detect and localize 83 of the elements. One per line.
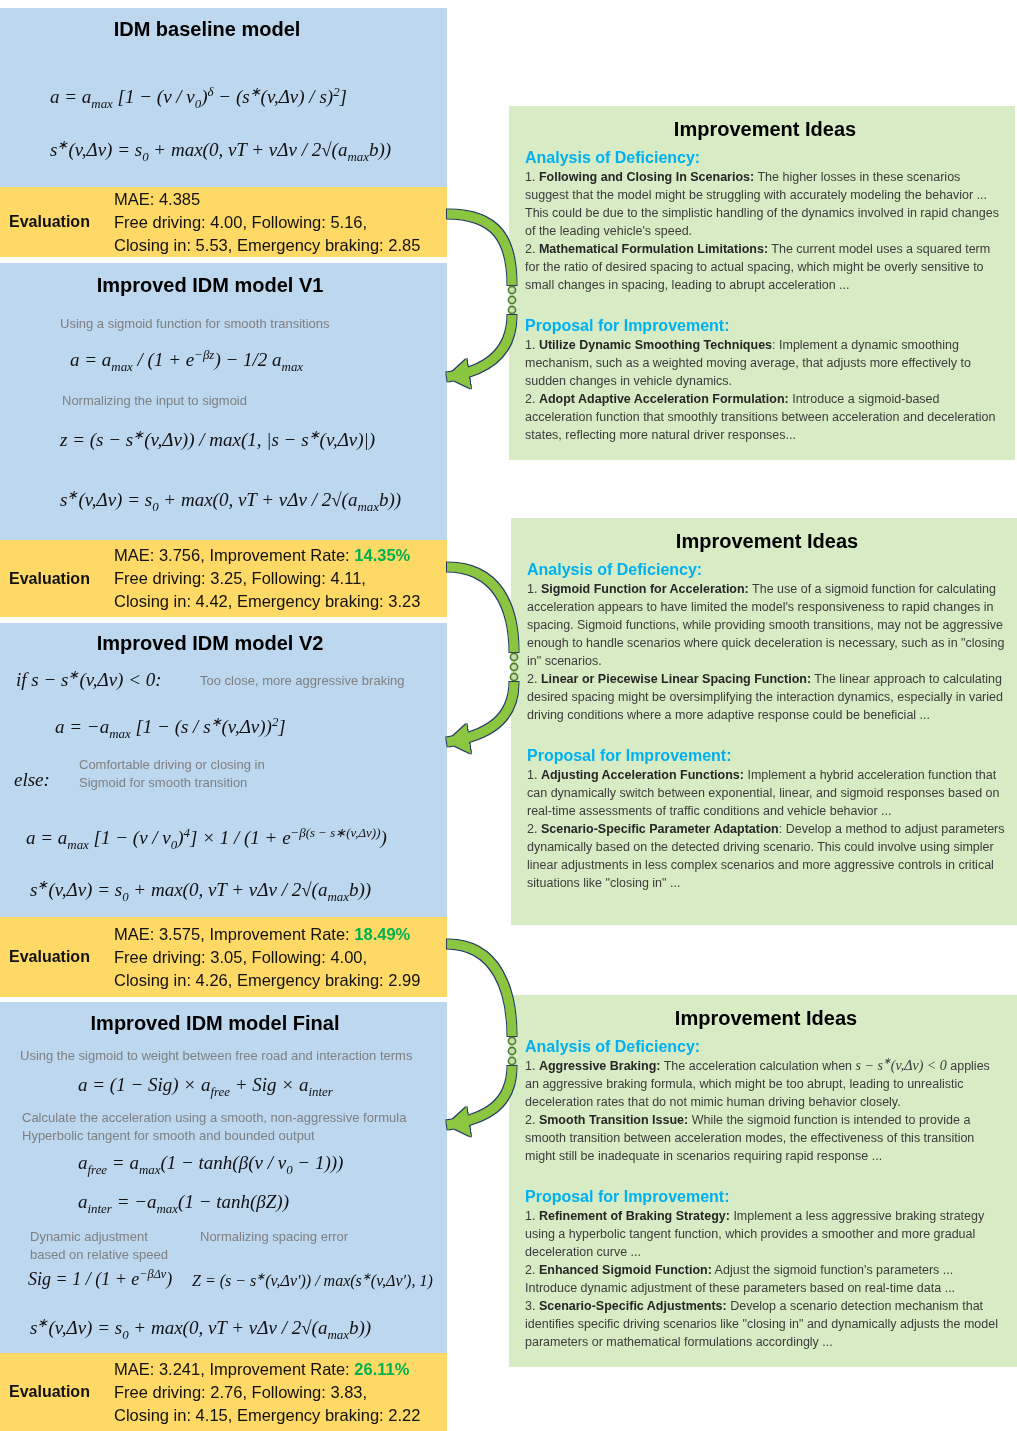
panel-title: Improved IDM model V2 bbox=[96, 632, 324, 655]
formula: a = a$_{max}$ [1 − (v / v$_{0}$)$^{δ}$ − (s$^{∗}$(v,Δv) / s)$^{2}$] bbox=[50, 85, 347, 109]
formula: Sig = 1 / (1 + e$^{−βΔv}$) bbox=[28, 1267, 173, 1291]
annotation-note: Using a sigmoid function for smooth transitions bbox=[60, 315, 330, 333]
metric-text: Closing in: 4.26, Emergency braking: 2.99 bbox=[114, 969, 421, 991]
formula: else: bbox=[14, 768, 50, 792]
metric-text: Closing in: 4.42, Emergency braking: 3.23 bbox=[114, 591, 421, 612]
metric-text: MAE: 3.756, Improvement Rate: 14.35% bbox=[114, 545, 411, 566]
paragraph: 1. Following and Closing In Scenarios: The higher losses in these scenarios suggest that the model might be struggling with accurately modeling the behavior ... This could be due to the simplistic handling of the dynamics involved in rapid changes of the leading vehicle's speed. bbox=[525, 169, 1000, 240]
section-heading: Analysis of Deficiency: bbox=[525, 148, 701, 168]
formula: s$^{∗}$(v,Δv) = s$_{0}$ + max(0, vT + vΔv / 2√(a$_{max}$b)) bbox=[50, 138, 392, 162]
paragraph: 1. Refinement of Braking Strategy: Implement a less aggressive braking strategy using a hyperbolic tangent function, which provides a smoother and more gradual deceleration curve ... bbox=[525, 1208, 986, 1261]
section-heading: Proposal for Improvement: bbox=[525, 1187, 730, 1207]
formula: s$^{∗}$(v,Δv) = s$_{0}$ + max(0, vT + vΔv / 2√(a$_{max}$b)) bbox=[30, 1316, 372, 1340]
paragraph: 3. Scenario-Specific Adjustments: Develop a scenario detection mechanism that identifies specific driving scenarios like "closing in" and dynamically adjusts the model parameters or mathematical formulations accordingly ... bbox=[525, 1298, 999, 1351]
evaluation-band bbox=[0, 917, 447, 997]
evaluation-band bbox=[0, 540, 447, 617]
section-heading: Analysis of Deficiency: bbox=[525, 1037, 701, 1057]
annotation-note: Sigmoid for smooth transition bbox=[79, 774, 248, 792]
metric-text: Closing in: 4.15, Emergency braking: 2.22 bbox=[114, 1404, 421, 1426]
formula: if s − s$^{∗}$(v,Δv) < 0: bbox=[16, 668, 162, 692]
model-panel bbox=[0, 263, 447, 540]
evaluation-label: Evaluation bbox=[9, 1382, 90, 1402]
model-panel bbox=[0, 623, 447, 917]
formula: s$^{∗}$(v,Δv) = s$_{0}$ + max(0, vT + vΔv / 2√(a$_{max}$b)) bbox=[30, 878, 372, 902]
formula: a = (1 − Sig) × a$_{free}$ + Sig × a$_{inter}$ bbox=[78, 1073, 333, 1097]
curved-arrow bbox=[446, 314, 517, 388]
curved-connector bbox=[446, 209, 517, 286]
panel-title: Improvement Ideas bbox=[673, 117, 857, 142]
panel-title: IDM baseline model bbox=[113, 18, 301, 41]
evaluation-label: Evaluation bbox=[9, 212, 90, 232]
formula: a = a$_{max}$ / (1 + e$^{−βz}$) − 1/2 a$_{max}$ bbox=[70, 348, 304, 372]
panel-title: Improvement Ideas bbox=[675, 529, 859, 554]
curved-arrow bbox=[446, 1065, 517, 1136]
section-heading: Analysis of Deficiency: bbox=[527, 560, 703, 580]
evaluation-label: Evaluation bbox=[9, 568, 90, 589]
model-panel bbox=[0, 1002, 447, 1353]
panel-title: Improved IDM model V1 bbox=[96, 274, 324, 297]
formula: a = a$_{max}$ [1 − (v / v$_{0}$)$^{4}$] × 1 / (1 + e$^{−β(s − s∗(v,Δv))}$) bbox=[26, 826, 387, 850]
metric-text: MAE: 4.385 bbox=[114, 188, 201, 210]
curved-arrow bbox=[446, 681, 519, 753]
paragraph: 1. Aggressive Braking: The acceleration calculation when s − s$^{∗}$(v,Δv) < 0 applies an aggressive braking formula, which might be too abrupt, leading to unrealistic deceleration rates that do not mimic human driving behavior closely. bbox=[525, 1057, 991, 1111]
metric-text: Free driving: 4.00, Following: 5.16, bbox=[114, 211, 368, 233]
ideas-panel bbox=[511, 518, 1017, 925]
formula: a$_{free}$ = a$_{max}$(1 − tanh(β(v / v$_{0}$ − 1))) bbox=[78, 1151, 344, 1175]
ideas-panel bbox=[509, 106, 1015, 460]
annotation-note: Normalizing the input to sigmoid bbox=[62, 392, 247, 410]
paragraph: 2. Enhanced Sigmoid Function: Adjust the sigmoid function's parameters ... Introduce dynamic adjustment of these parameters based on real-time data ... bbox=[525, 1262, 957, 1297]
formula: a$_{inter}$ = −a$_{max}$(1 − tanh(βZ)) bbox=[78, 1190, 289, 1214]
formula: Z = (s − s$^{∗}$(v,Δv′)) / max(s$^{∗}$(v,Δv′), 1) bbox=[192, 1269, 433, 1292]
paragraph: 2. Adopt Adaptive Acceleration Formulation: Introduce a sigmoid-based acceleration function that smoothly transitions between acceleration and deceleration states, reflecting more natural driver responses... bbox=[525, 391, 997, 444]
paragraph: 1. Utilize Dynamic Smoothing Techniques: Implement a dynamic smoothing mechanism, such as a weighted moving average, that adjusts more effectively to sudden changes in vehicle dynamics. bbox=[525, 337, 972, 390]
paragraph: 2. Smooth Transition Issue: While the sigmoid function is intended to provide a smooth transition between acceleration modes, the effectiveness of this transition might still be inadequate in scenarios requiring rapid response ... bbox=[525, 1112, 976, 1165]
paragraph: 2. Mathematical Formulation Limitations: The current model uses a squared term for the ratio of desired spacing to actual spacing, which might be overly sensitive to small changes in spacing, leading to abrupt acceleration ... bbox=[525, 241, 992, 294]
paragraph: 2. Scenario-Specific Parameter Adaptation: Develop a method to adjust parameters dynamically based on the detected driving scenario. This could involve using simpler linear adjustments in less complex scenarios and more aggressive controls in critical situations like "closing in" ... bbox=[527, 821, 1006, 892]
evaluation-band bbox=[0, 187, 447, 257]
annotation-note: Comfortable driving or closing in bbox=[79, 756, 265, 774]
metric-text: MAE: 3.241, Improvement Rate: 26.11% bbox=[114, 1358, 410, 1380]
annotation-note: Calculate the acceleration using a smooth, non-aggressive formula bbox=[22, 1109, 407, 1127]
metric-text: Free driving: 3.25, Following: 4.11, bbox=[114, 568, 366, 589]
formula: s$^{∗}$(v,Δv) = s$_{0}$ + max(0, vT + vΔv / 2√(a$_{max}$b)) bbox=[60, 488, 402, 512]
panel-title: Improvement Ideas bbox=[674, 1006, 858, 1031]
paragraph: 1. Adjusting Acceleration Functions: Implement a hybrid acceleration function that can dynamically switch between exponential, linear, and sigmoid responses based on real-time assessments of traffic conditions and vehicle behavior ... bbox=[527, 767, 1001, 820]
evaluation-band bbox=[0, 1353, 447, 1431]
ideas-panel bbox=[509, 995, 1017, 1367]
paragraph: 1. Sigmoid Function for Acceleration: The use of a sigmoid function for calculating acceleration appears to have limited the model's responsiveness to rapid changes in spacing. Sigmoid functions, while providing smooth transitions, may not be aggressive enough to handle scenarios where quick deceleration is necessary, such as in "closing in" scenarios. bbox=[527, 581, 1006, 670]
annotation-note: Too close, more aggressive braking bbox=[200, 672, 405, 690]
panel-title: Improved IDM model Final bbox=[90, 1012, 340, 1035]
model-panel bbox=[0, 8, 447, 187]
metric-text: MAE: 3.575, Improvement Rate: 18.49% bbox=[114, 923, 411, 945]
annotation-note: Normalizing spacing error bbox=[200, 1228, 349, 1246]
annotation-note: Dynamic adjustment based on relative speed bbox=[30, 1228, 170, 1264]
section-heading: Proposal for Improvement: bbox=[525, 316, 730, 336]
evaluation-label: Evaluation bbox=[9, 947, 90, 967]
section-heading: Proposal for Improvement: bbox=[527, 746, 732, 766]
formula: a = −a$_{max}$ [1 − (s / s$^{∗}$(v,Δv))$^{2}$] bbox=[55, 715, 286, 739]
formula: z = (s − s$^{∗}$(v,Δv)) / max(1, |s − s$^{∗}$(v,Δv)|) bbox=[60, 428, 376, 452]
annotation-note: Hyperbolic tangent for smooth and bounded output bbox=[22, 1127, 315, 1145]
annotation-note: Using the sigmoid to weight between free road and interaction terms bbox=[20, 1047, 413, 1065]
metric-text: Free driving: 2.76, Following: 3.83, bbox=[114, 1381, 368, 1403]
metric-text: Closing in: 5.53, Emergency braking: 2.85 bbox=[114, 234, 421, 256]
paragraph: 2. Linear or Piecewise Linear Spacing Function: The linear approach to calculating desired spacing might be oversimplifying the interaction dynamics, especially in varied driving conditions where a more adaptive response could be beneficial ... bbox=[527, 671, 1004, 724]
metric-text: Free driving: 3.05, Following: 4.00, bbox=[114, 946, 368, 968]
